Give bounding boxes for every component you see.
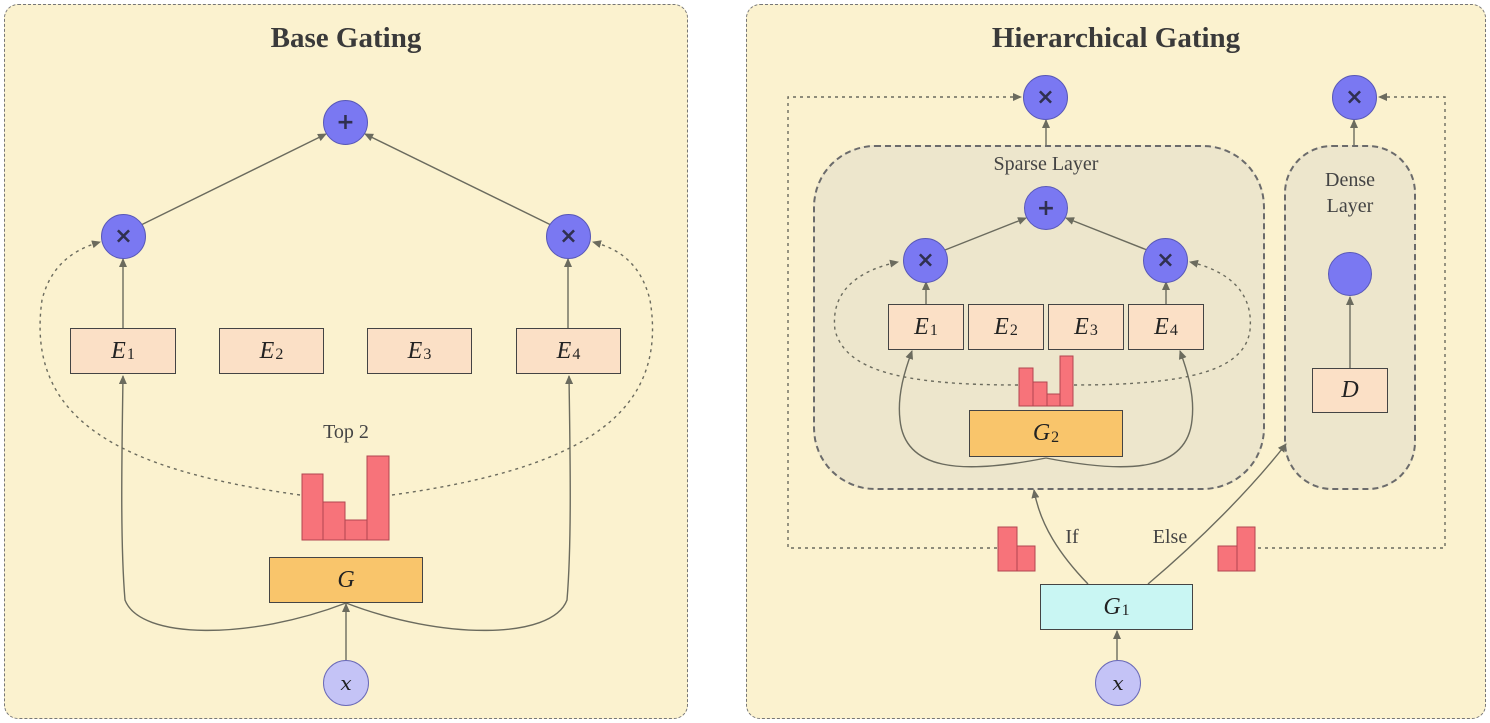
else-hist-bar-2 <box>1236 526 1256 572</box>
left-hist-bar-3 <box>344 519 368 541</box>
sparse-expert-e1-name: E <box>914 313 929 340</box>
expert-e4-index: 4 <box>572 346 581 363</box>
dotted-weight-left <box>39 240 301 496</box>
g2-hist-bar-2 <box>1032 381 1048 407</box>
g2-hist-bar-3 <box>1046 393 1061 407</box>
multiply-icon-1: × <box>101 214 146 259</box>
sparse-layer-label: Sparse Layer <box>993 153 1099 175</box>
gate-g2-name: G <box>1032 420 1051 446</box>
sparse-expert-e2-name: E <box>994 313 1009 340</box>
if-hist-bar-1 <box>997 526 1018 572</box>
wire-gate-to-e1 <box>118 375 347 632</box>
g2-hist-bar-4 <box>1059 355 1074 407</box>
sparse-expert-e3-index: 3 <box>1089 322 1098 339</box>
dotted-if-weight <box>787 93 1022 549</box>
hierarchical-gating-title: Hierarchical Gating <box>991 22 1241 54</box>
left-hist-bar-1 <box>301 473 324 541</box>
wire-g1-else <box>1147 443 1287 585</box>
else-hist-bar-1 <box>1217 545 1238 572</box>
dense-output-multiply-icon: × <box>1332 75 1377 120</box>
expert-e2-index: 2 <box>275 346 284 363</box>
sparse-expert-e1-index: 1 <box>929 322 938 339</box>
gate-g-name: G <box>337 566 355 593</box>
wire-g2-to-e4 <box>1045 350 1194 468</box>
left-hist-bar-4 <box>366 455 390 541</box>
dense-node-icon <box>1328 252 1372 296</box>
wire-rmul4-to-sum <box>1065 217 1148 251</box>
sparse-multiply-icon-1: × <box>903 238 948 283</box>
dense-expert-d-name: D <box>1341 377 1359 403</box>
wire-g1-if <box>1031 489 1089 585</box>
wire-rmul1-to-sum <box>944 217 1027 251</box>
multiply-icon-4: × <box>546 214 591 259</box>
sparse-sum-icon: + <box>1024 186 1068 230</box>
input-x: x <box>323 660 369 706</box>
expert-e1-index: 1 <box>126 346 135 363</box>
gate-g1-name: G <box>1103 593 1121 620</box>
sparse-multiply-icon-4: × <box>1143 238 1188 283</box>
wire-mul1-to-sum <box>140 133 327 226</box>
base-gating-title: Base Gating <box>270 22 422 54</box>
expert-e3-name: E <box>407 337 423 364</box>
if-label: If <box>1065 526 1079 548</box>
expert-e2-name: E <box>259 337 275 364</box>
wire-mul4-to-sum <box>364 133 552 226</box>
left-hist-bar-2 <box>322 501 346 541</box>
gate-g: G <box>269 557 423 603</box>
sparse-expert-e4-index: 4 <box>1169 322 1178 339</box>
right-input-x: x <box>1095 660 1141 706</box>
expert-e3-index: 3 <box>423 346 432 363</box>
wire-gate-to-e4 <box>345 375 574 632</box>
expert-e4-name: E <box>556 337 572 364</box>
dotted-else-weight <box>1258 93 1446 549</box>
sparse-expert-e3-name: E <box>1074 313 1089 340</box>
dense-expert-d: D <box>1312 368 1388 413</box>
top-k-label: Top 2 <box>323 421 369 443</box>
gate-g2-index: 2 <box>1051 428 1060 446</box>
sparse-expert-e4-name: E <box>1154 313 1169 340</box>
dotted-g2-weight-left <box>833 259 1019 386</box>
sparse-output-multiply-icon: × <box>1023 75 1068 120</box>
wire-g2-to-e1 <box>898 350 1047 468</box>
dotted-g2-weight-right <box>1073 259 1251 386</box>
dense-layer-label-line1: Dense <box>1325 169 1375 191</box>
expert-e1-name: E <box>111 337 126 364</box>
sum-icon: + <box>323 100 368 145</box>
g2-hist-bar-1 <box>1018 367 1034 407</box>
sparse-expert-e2-index: 2 <box>1009 322 1018 339</box>
gate-g1-index: 1 <box>1121 602 1130 619</box>
dense-layer-label-line2: Layer <box>1326 195 1374 217</box>
if-hist-bar-2 <box>1016 545 1036 572</box>
else-label: Else <box>1152 526 1188 548</box>
